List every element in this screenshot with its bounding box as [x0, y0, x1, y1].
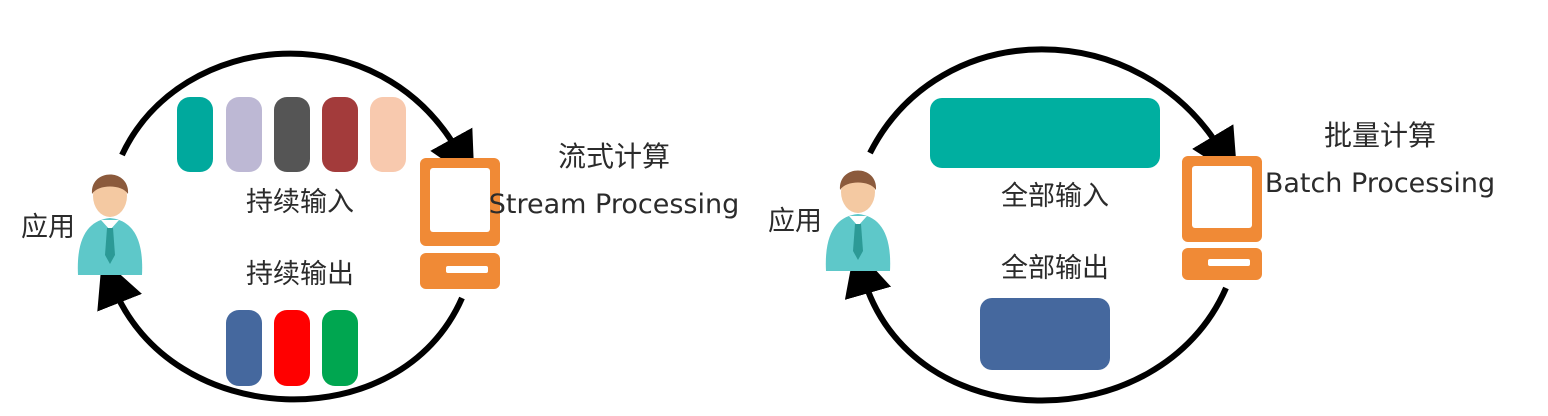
- stream-output-block: [322, 310, 358, 386]
- stream-input-blocks: [177, 97, 406, 172]
- batch-input-block: [930, 98, 1160, 168]
- batch-user-label: 应用: [768, 206, 822, 237]
- stream-output-label: 持续输出: [246, 259, 354, 290]
- batch-panel: 应用 全部输入 全部输出 批量计算 Batch Processing: [768, 46, 1495, 404]
- batch-bottom-arrow: [844, 247, 1229, 404]
- batch-input-label: 全部输入: [1001, 181, 1109, 212]
- batch-user-icon: [825, 170, 891, 271]
- stream-computer-icon: [420, 158, 500, 289]
- batch-output-block: [980, 298, 1110, 370]
- stream-bottom-arrow: [97, 258, 465, 403]
- stream-title-en: Stream Processing: [489, 189, 739, 220]
- stream-output-block: [226, 310, 262, 386]
- stream-user-label: 应用: [21, 212, 75, 243]
- stream-input-label: 持续输入: [246, 187, 354, 218]
- stream-input-block: [177, 97, 213, 172]
- stream-top-arrow: [119, 50, 475, 182]
- stream-input-block: [370, 97, 406, 172]
- stream-user-icon: [77, 174, 143, 275]
- stream-input-block: [274, 97, 310, 172]
- stream-output-block: [274, 310, 310, 386]
- batch-title-en: Batch Processing: [1265, 168, 1495, 199]
- stream-title-cn: 流式计算: [558, 140, 670, 173]
- batch-top-arrow: [867, 46, 1238, 178]
- stream-input-block: [322, 97, 358, 172]
- stream-input-block: [226, 97, 262, 172]
- batch-title-cn: 批量计算: [1324, 119, 1436, 152]
- batch-output-label: 全部输出: [1001, 253, 1109, 284]
- stream-panel: 应用 持续输入 持续输出 流式计算 Stream Processing: [21, 50, 739, 403]
- stream-output-blocks: [226, 310, 358, 386]
- batch-computer-icon: [1182, 156, 1262, 280]
